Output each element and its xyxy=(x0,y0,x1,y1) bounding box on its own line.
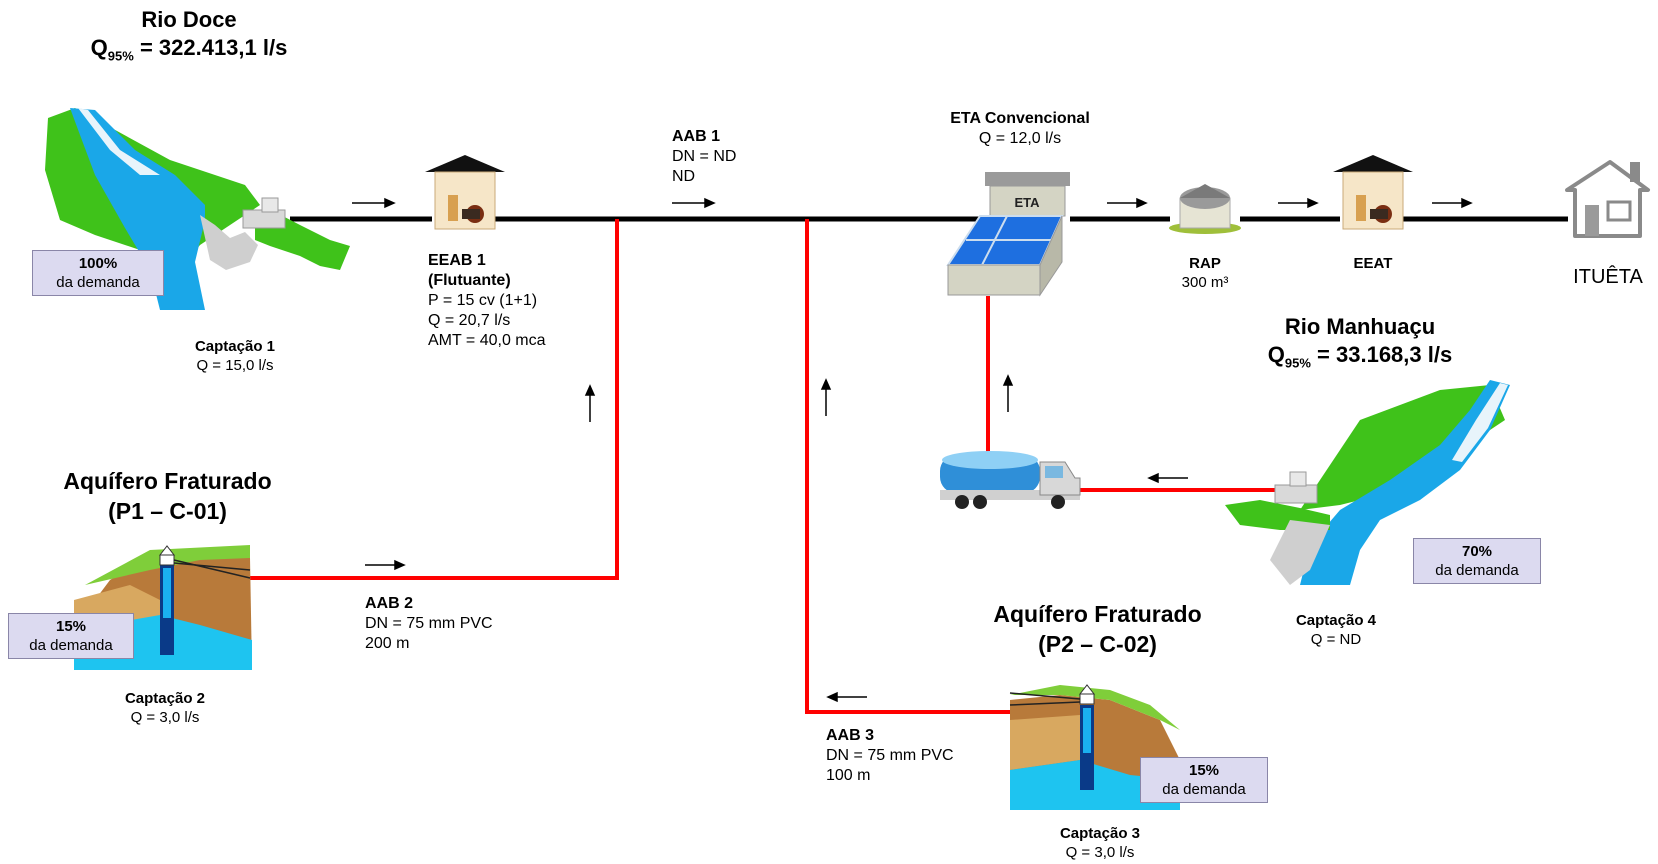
pump-house-eeab1-icon xyxy=(425,155,505,230)
captacao2-share-badge: 15% da demanda xyxy=(8,613,134,659)
flow-arrows xyxy=(352,197,1473,703)
arrow-right-icon xyxy=(365,559,406,571)
eeab1-amt: AMT = 40,0 mca xyxy=(428,332,546,349)
rio-doce-label: Rio Doce Q95% = 322.413,1 l/s xyxy=(64,6,314,70)
aab2-length: 200 m xyxy=(365,635,410,652)
eta-label: ETA Convencional Q = 12,0 l/s xyxy=(930,109,1110,149)
rap-label: RAP 300 m³ xyxy=(1165,254,1245,292)
aab1-extra: ND xyxy=(672,168,696,185)
aab2-label: AAB 2 DN = 75 mm PVC 200 m xyxy=(365,594,493,654)
aquifero1-label: Aquífero Fraturado (P1 – C-01) xyxy=(30,466,305,526)
aab2-dn: DN = 75 mm PVC xyxy=(365,615,493,632)
eta-plant-icon: ETA xyxy=(946,172,1070,297)
arrow-left-icon xyxy=(826,691,867,703)
eeat-label: EEAT xyxy=(1333,254,1413,273)
captacao3-share-label: da demanda xyxy=(1162,781,1246,798)
captacao3-label: Captação 3 Q = 3,0 l/s xyxy=(1040,824,1160,862)
captacao2-share-label: da demanda xyxy=(29,637,113,654)
aab2-name: AAB 2 xyxy=(365,595,414,612)
pump-house-eeat-icon xyxy=(1333,155,1413,230)
captacao2-flow: Q = 3,0 l/s xyxy=(130,709,200,726)
arrow-up-icon xyxy=(584,384,596,422)
arrow-left-icon xyxy=(1147,472,1188,484)
aab2-pipe xyxy=(250,219,619,580)
reservoir-rap-icon xyxy=(1169,184,1241,234)
arrow-right-icon xyxy=(1278,197,1319,209)
eeab1-power: P = 15 cv (1+1) xyxy=(428,292,538,309)
rio-manhuacu-name: Rio Manhuaçu xyxy=(1284,314,1436,339)
captacao4-label: Captação 4 Q = ND xyxy=(1276,611,1396,649)
captacao3-share-badge: 15% da demanda xyxy=(1140,757,1268,803)
eta-flow: Q = 12,0 l/s xyxy=(978,130,1062,147)
eta-name: ETA Convencional xyxy=(950,110,1090,127)
arrow-up-icon xyxy=(1002,374,1014,412)
captacao3-name: Captação 3 xyxy=(1059,825,1141,842)
captacao1-share-badge: 100% da demanda xyxy=(32,250,164,296)
city-house-icon xyxy=(1565,160,1650,238)
arrow-right-icon xyxy=(352,197,396,209)
captacao3-share: 15% xyxy=(1188,762,1220,779)
captacao4-share: 70% xyxy=(1461,543,1493,560)
arrow-up-icon xyxy=(820,378,832,416)
aquifero1-name: Aquífero Fraturado xyxy=(63,468,272,494)
aab1-label: AAB 1 DN = ND ND xyxy=(672,127,736,187)
rap-volume: 300 m³ xyxy=(1181,274,1229,291)
water-truck-icon xyxy=(940,451,1081,509)
rio-doce-flow: Q95% = 322.413,1 l/s xyxy=(90,35,288,64)
eeab1-label: EEAB 1 (Flutuante) P = 15 cv (1+1) Q = 2… xyxy=(428,251,546,351)
eeab1-subtitle: (Flutuante) xyxy=(428,272,511,289)
aab3-dn: DN = 75 mm PVC xyxy=(826,747,954,764)
aab1-dn: DN = ND xyxy=(672,148,737,165)
aab3-name: AAB 3 xyxy=(826,727,875,744)
river-intake-4-icon xyxy=(1225,380,1510,585)
captacao1-flow: Q = 15,0 l/s xyxy=(196,357,274,374)
captacao4-flow: Q = ND xyxy=(1310,631,1362,648)
aquifero2-label: Aquífero Fraturado (P2 – C-02) xyxy=(960,599,1235,659)
rio-manhuacu-flow: Q95% = 33.168,3 l/s xyxy=(1267,342,1453,371)
captacao1-share-label: da demanda xyxy=(56,274,140,291)
rap-name: RAP xyxy=(1189,255,1221,272)
captacao4-name: Captação 4 xyxy=(1295,612,1377,629)
eeat-name: EEAT xyxy=(1353,255,1393,272)
eta-sign: ETA xyxy=(1014,195,1040,210)
rio-doce-name: Rio Doce xyxy=(141,7,237,32)
city-label: ITUÊTA xyxy=(1573,266,1643,288)
arrow-right-icon xyxy=(1107,197,1148,209)
captacao2-label: Captação 2 Q = 3,0 l/s xyxy=(105,689,225,727)
aab1-name: AAB 1 xyxy=(672,128,721,145)
captacao1-name: Captação 1 xyxy=(194,338,276,355)
well-captacao3-icon xyxy=(1009,684,1180,810)
captacao1-label: Captação 1 Q = 15,0 l/s xyxy=(175,337,295,375)
river-intake-1-icon xyxy=(45,108,350,310)
captacao1-share: 100% xyxy=(78,255,118,272)
aab3-length: 100 m xyxy=(826,767,871,784)
aquifero1-code: (P1 – C-01) xyxy=(108,498,227,524)
arrow-right-icon xyxy=(1432,197,1473,209)
eeab1-flow: Q = 20,7 l/s xyxy=(428,312,511,329)
eeab1-name: EEAB 1 xyxy=(428,252,486,269)
arrow-right-icon xyxy=(672,197,716,209)
aquifero2-name: Aquífero Fraturado xyxy=(993,601,1202,627)
captacao4-share-label: da demanda xyxy=(1435,562,1519,579)
aquifero2-code: (P2 – C-02) xyxy=(1038,631,1157,657)
captacao2-share: 15% xyxy=(55,618,87,635)
rio-manhuacu-label: Rio Manhuaçu Q95% = 33.168,3 l/s xyxy=(1245,313,1475,377)
red-pipelines xyxy=(250,219,1275,714)
aab3-pipe xyxy=(805,219,1010,714)
captacao2-name: Captação 2 xyxy=(124,690,206,707)
captacao3-flow: Q = 3,0 l/s xyxy=(1065,844,1135,861)
aab3-label: AAB 3 DN = 75 mm PVC 100 m xyxy=(826,726,954,786)
captacao4-share-badge: 70% da demanda xyxy=(1413,538,1541,584)
